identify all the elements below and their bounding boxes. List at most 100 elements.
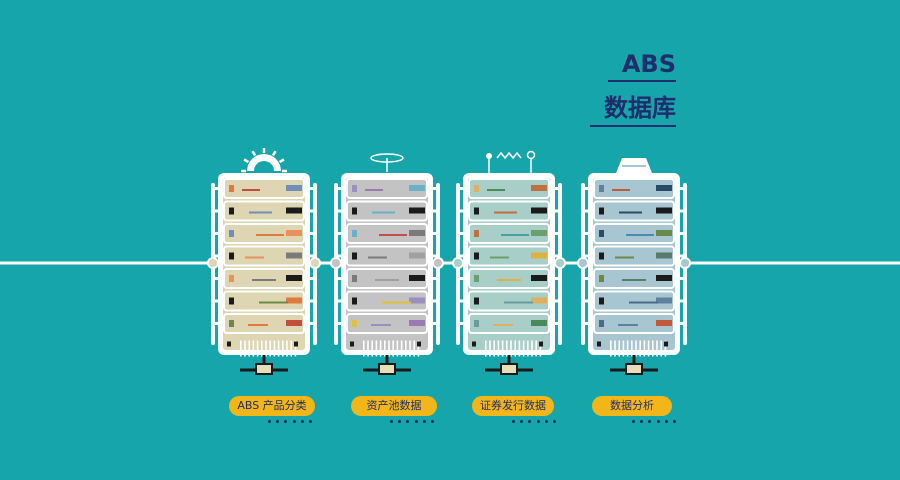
vent-bar: [265, 340, 267, 357]
rack-rung: [456, 187, 463, 190]
vent-bar: [510, 340, 512, 357]
vent-bar: [622, 340, 625, 357]
unit-slot: [531, 320, 547, 326]
vent-bar: [256, 340, 259, 357]
vent-bar: [273, 340, 276, 357]
sun-dial-icon: [241, 148, 287, 173]
server-unit: [346, 268, 428, 289]
rack-rung: [211, 322, 218, 325]
rack-rung: [433, 299, 440, 303]
label-data-analysis[interactable]: 数据分析: [592, 396, 672, 416]
vent-led: [664, 341, 668, 347]
unit-stripe: [615, 256, 634, 259]
vent-bar: [531, 340, 533, 357]
rack-rung: [555, 299, 562, 303]
unit-led: [229, 297, 234, 305]
vent-bar: [261, 340, 263, 357]
server-unit: [593, 290, 675, 312]
unit-stripe: [490, 256, 509, 259]
vent-bar: [493, 340, 495, 357]
unit-stripe: [497, 279, 521, 281]
stand-box: [255, 363, 273, 375]
rack-rung: [555, 232, 562, 235]
vent-bar: [252, 340, 255, 357]
rack-rung: [680, 254, 687, 258]
server-unit: [468, 245, 550, 267]
unit-led: [474, 320, 479, 327]
connector-node: [679, 257, 691, 269]
rack-rung: [680, 299, 687, 303]
vent-bar: [626, 340, 629, 357]
unit-slot: [531, 185, 547, 191]
unit-slot: [531, 297, 547, 304]
vent-bar: [618, 340, 620, 357]
server-rack: [452, 150, 566, 375]
vent-bar: [371, 340, 373, 357]
rack-rung: [310, 209, 317, 213]
unit-stripe: [371, 324, 391, 326]
vent-bar: [294, 340, 297, 357]
unit-stripe: [487, 189, 505, 191]
unit-led: [352, 320, 357, 327]
unit-led: [229, 230, 234, 237]
vent-bar: [614, 340, 616, 357]
vent-bar: [244, 340, 246, 357]
rack-rung: [334, 322, 341, 325]
unit-slot: [409, 230, 425, 236]
rack-rung: [334, 209, 341, 213]
vent-bar: [535, 340, 537, 357]
server-unit: [593, 268, 675, 289]
unit-led: [599, 297, 604, 305]
rack-rung: [334, 232, 341, 235]
rack-rung: [310, 232, 317, 235]
rack-rung: [211, 299, 218, 303]
vent-bar: [417, 340, 420, 357]
rack-rung: [456, 277, 463, 280]
title-line-1: ABS: [607, 50, 676, 82]
label-abs-product-category[interactable]: ABS 产品分类: [229, 396, 315, 416]
unit-led: [229, 252, 234, 260]
vent-bar: [506, 340, 508, 357]
unit-stripe: [249, 211, 272, 214]
server-unit: [468, 268, 550, 289]
unit-slot: [531, 252, 547, 259]
rack-rung: [310, 322, 317, 325]
vent-bar: [652, 340, 654, 357]
vent-area: [594, 337, 674, 349]
antenna-wave-icon: [486, 150, 536, 173]
unit-slot: [409, 185, 425, 191]
rack-rung: [581, 277, 588, 280]
connector-node: [432, 257, 444, 269]
vent-bar: [485, 340, 487, 357]
vent-bar: [643, 340, 646, 357]
unit-led: [352, 185, 357, 192]
unit-slot: [656, 297, 672, 304]
rack-rung: [211, 254, 218, 258]
unit-slot: [409, 320, 425, 326]
vent-bar: [660, 340, 662, 357]
rack-rung: [211, 232, 218, 235]
unit-stripe: [501, 234, 529, 236]
vent-bar: [489, 340, 491, 357]
unit-slot: [656, 185, 672, 191]
unit-led: [474, 207, 479, 215]
vent-bar: [375, 340, 378, 357]
rotor-icon: [370, 153, 404, 172]
label-securities-issuance-data[interactable]: 证券发行数据: [472, 396, 554, 416]
vent-bar: [514, 340, 516, 357]
vent-bar: [290, 340, 292, 357]
unit-stripe: [382, 301, 411, 304]
rack-rung: [680, 322, 687, 325]
vent-bar: [400, 340, 403, 357]
vent-bar: [413, 340, 415, 357]
label-asset-pool-data[interactable]: 资产池数据: [351, 396, 437, 416]
unit-slot: [409, 297, 425, 304]
vent-led: [350, 341, 354, 347]
vent-bar: [384, 340, 386, 357]
unit-stripe: [619, 211, 642, 214]
unit-slot: [656, 230, 672, 236]
vent-bar: [277, 340, 280, 357]
vent-bar: [240, 340, 242, 357]
unit-led: [599, 252, 604, 260]
unit-stripe: [375, 279, 399, 281]
